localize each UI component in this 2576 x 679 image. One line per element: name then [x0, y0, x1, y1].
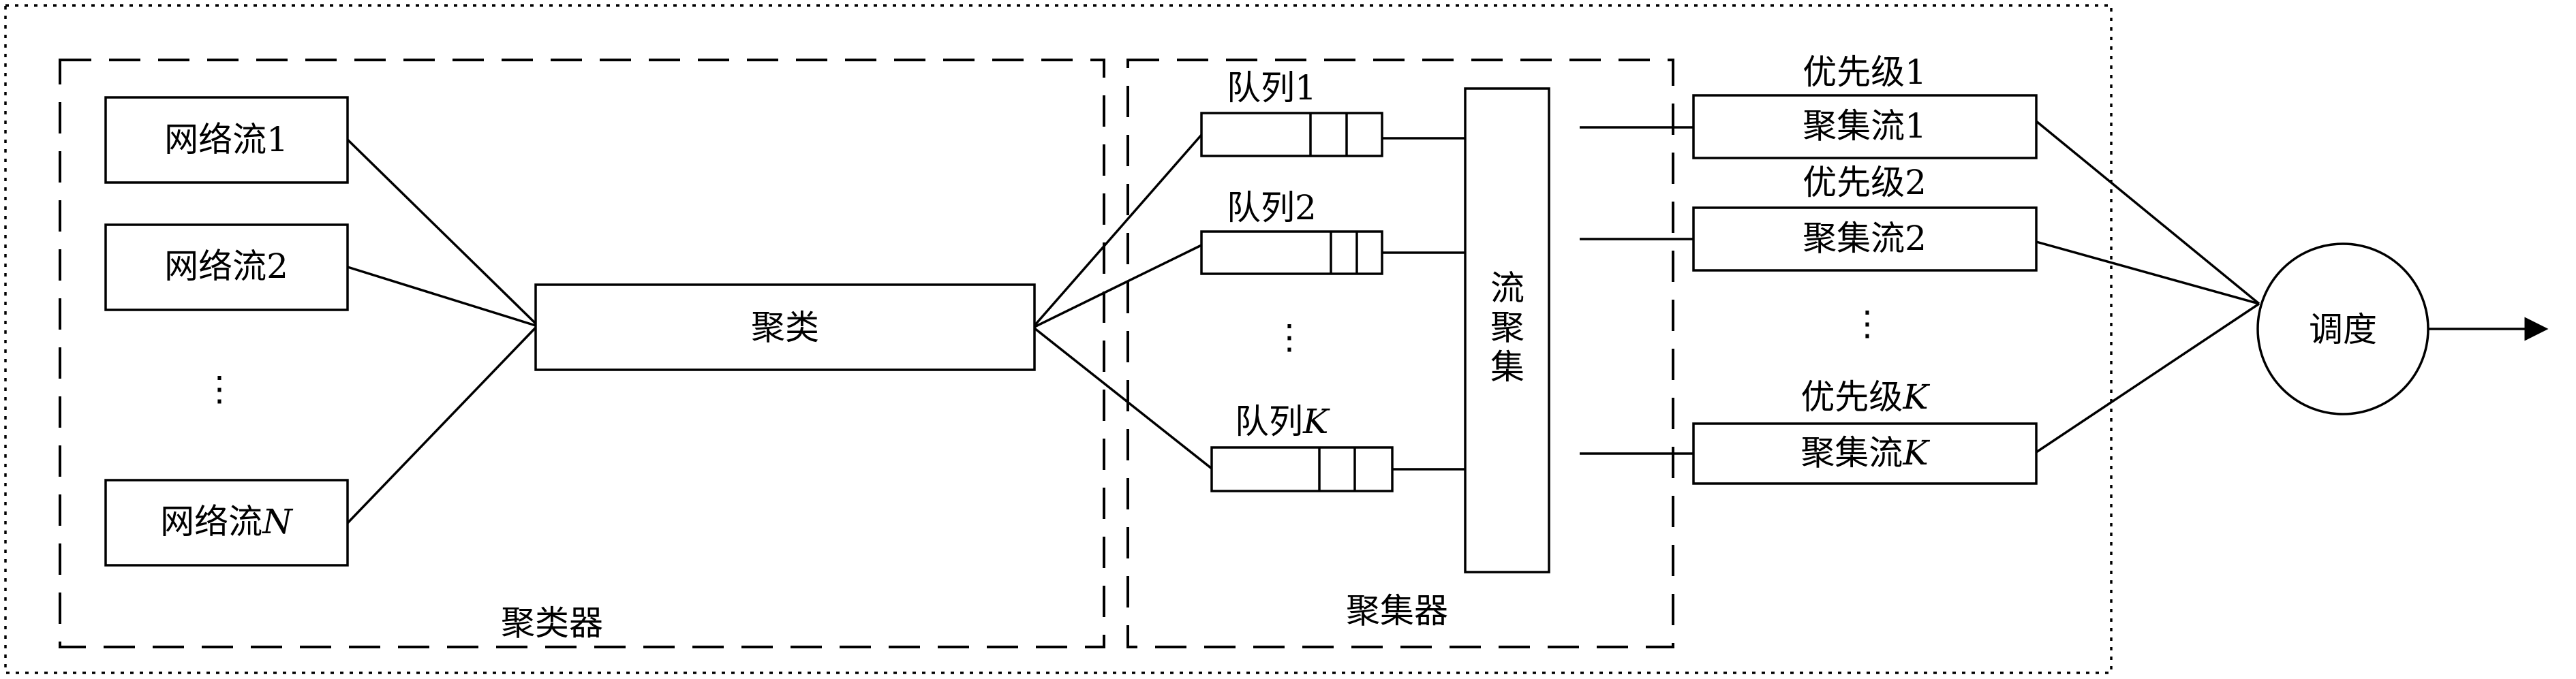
cluster-box: 聚类 — [534, 283, 1036, 371]
flow-aggregation-char-2: 聚 — [1490, 308, 1524, 347]
priority-k-label: 优先级 — [1800, 377, 1903, 417]
network-flow-2: 网络流2 — [104, 223, 349, 311]
svg-text:队列2: 队列2 — [1227, 188, 1317, 227]
queue-1: 队列1 — [1200, 68, 1383, 157]
network-flow-1: 网络流1 — [104, 96, 349, 184]
queue-1-label: 队列 — [1227, 68, 1295, 108]
edge-aggflowk-scheduler — [2036, 302, 2260, 454]
svg-text:网络流2: 网络流2 — [164, 247, 288, 286]
queue-1-index: 1 — [1295, 68, 1317, 108]
svg-text:聚集流2: 聚集流2 — [1803, 219, 1927, 258]
network-flow-ellipsis: ⋮ — [202, 369, 236, 409]
aggregated-flow-2-index: 2 — [1905, 219, 1927, 258]
svg-text:优先级K: 优先级K — [1800, 377, 1930, 417]
edge-flow1-cluster — [346, 138, 537, 325]
edge-aggflow1-scheduler — [2035, 120, 2260, 305]
network-flow-2-label: 网络流 — [164, 247, 266, 286]
priority-2-label: 优先级 — [1803, 163, 1905, 202]
network-flow-1-index: 1 — [266, 120, 288, 159]
aggregated-flow-1: 优先级1 聚集流1 — [1692, 52, 2038, 159]
svg-text:优先级2: 优先级2 — [1803, 163, 1927, 202]
queue-2-index: 2 — [1295, 188, 1317, 227]
network-flow-2-index: 2 — [266, 247, 288, 286]
classifier-label: 聚类器 — [501, 603, 603, 643]
svg-text:队列1: 队列1 — [1227, 68, 1317, 108]
svg-text:聚集流1: 聚集流1 — [1803, 106, 1927, 146]
queue-k-index: K — [1302, 402, 1330, 441]
queue-2: 队列2 — [1200, 188, 1383, 275]
edge-cluster-queue1 — [1033, 133, 1203, 327]
outer-frame — [4, 4, 2113, 674]
aggregated-flow-1-label: 聚集流 — [1803, 106, 1905, 146]
aggregator-group — [1126, 59, 1674, 648]
aggregated-flow-k: 优先级K 聚集流K — [1692, 377, 2038, 485]
network-flow-n-label: 网络流 — [160, 502, 262, 541]
aggregated-flow-k-label: 聚集流 — [1800, 433, 1903, 473]
queue-k: 队列K — [1210, 402, 1394, 492]
svg-text:网络流1: 网络流1 — [164, 120, 288, 159]
edge-flow2-cluster — [347, 266, 536, 327]
aggregated-flow-2-label: 聚集流 — [1803, 219, 1905, 258]
aggregated-flow-ellipsis: ⋮ — [1850, 304, 1884, 343]
svg-text:优先级1: 优先级1 — [1803, 52, 1927, 92]
priority-1-label: 优先级 — [1803, 52, 1905, 92]
queue-ellipsis: ⋮ — [1272, 317, 1306, 357]
queue-k-label: 队列 — [1235, 402, 1303, 441]
scheduler-node: 调度 — [2256, 242, 2429, 415]
edge-flown-cluster — [346, 326, 537, 524]
network-flow-n: 网络流N — [104, 479, 349, 567]
cluster-label: 聚类 — [751, 308, 819, 347]
aggregated-flow-1-index: 1 — [1905, 106, 1927, 146]
network-flow-1-label: 网络流 — [164, 120, 266, 159]
edge-cluster-queue2 — [1034, 244, 1202, 328]
classifier-group — [59, 59, 1105, 648]
edge-cluster-queuek — [1033, 327, 1213, 470]
flow-aggregation-char-3: 集 — [1490, 347, 1524, 387]
svg-text:聚集流K: 聚集流K — [1800, 433, 1930, 473]
flow-aggregation-box: 流 聚 集 — [1464, 87, 1550, 573]
queue-2-label: 队列 — [1227, 188, 1295, 227]
scheduler-label: 调度 — [2309, 310, 2377, 349]
svg-text:网络流N: 网络流N — [160, 502, 294, 541]
aggregator-label: 聚集器 — [1346, 591, 1448, 631]
network-flow-n-index: N — [262, 502, 294, 541]
aggregated-flow-2: 优先级2 聚集流2 — [1692, 163, 2038, 272]
priority-1-index: 1 — [1905, 52, 1927, 92]
flow-aggregation-char-1: 流 — [1490, 268, 1524, 308]
svg-text:队列K: 队列K — [1235, 402, 1330, 441]
priority-2-index: 2 — [1905, 163, 1927, 202]
edge-aggflow2-scheduler — [2036, 240, 2260, 305]
aggregated-flow-k-index: K — [1902, 433, 1930, 473]
priority-k-index: K — [1902, 377, 1930, 417]
